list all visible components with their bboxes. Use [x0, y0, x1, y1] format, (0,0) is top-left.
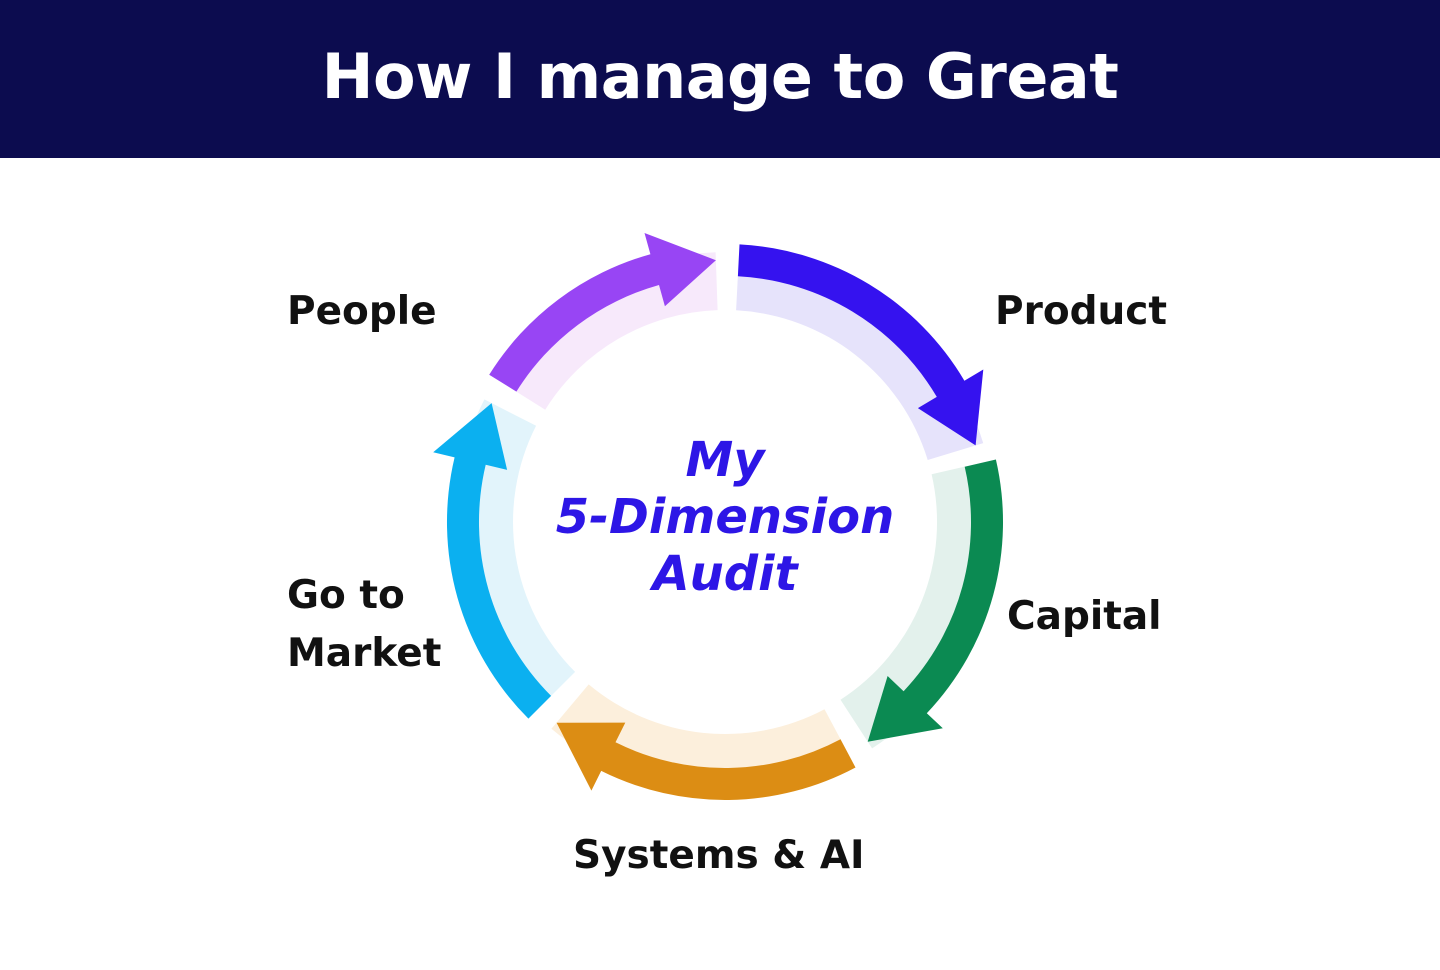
segment-capital	[840, 459, 1004, 749]
arrow-go-to-market	[433, 403, 552, 719]
label-capital: Capital	[1007, 594, 1162, 639]
label-product: Product	[995, 289, 1168, 334]
label-go-to-market: Go to Market	[287, 567, 441, 683]
label-people: People	[287, 289, 437, 334]
segment-systems-ai	[551, 684, 856, 801]
track-capital	[840, 461, 996, 749]
center-title-line-1: My	[685, 432, 765, 488]
arrow-systems-ai	[556, 722, 856, 801]
segment-go-to-market	[433, 399, 576, 719]
arrow-people	[489, 233, 716, 392]
label-go-to-market-line-2: Market	[287, 631, 442, 676]
arrow-capital	[867, 459, 1004, 742]
page-title: How I manage to Great	[321, 39, 1119, 113]
segment-people	[489, 233, 718, 410]
segment-product	[736, 244, 984, 460]
header-banner: How I manage to Great	[0, 0, 1440, 158]
center-title-line-2: 5-Dimension	[555, 489, 895, 545]
arrow-product	[737, 244, 984, 446]
center-title: My 5-Dimension Audit	[520, 432, 930, 603]
center-title-line-3: Audit	[652, 546, 798, 602]
label-systems-ai: Systems & AI	[573, 833, 865, 878]
label-go-to-market-line-1: Go to	[287, 573, 405, 618]
